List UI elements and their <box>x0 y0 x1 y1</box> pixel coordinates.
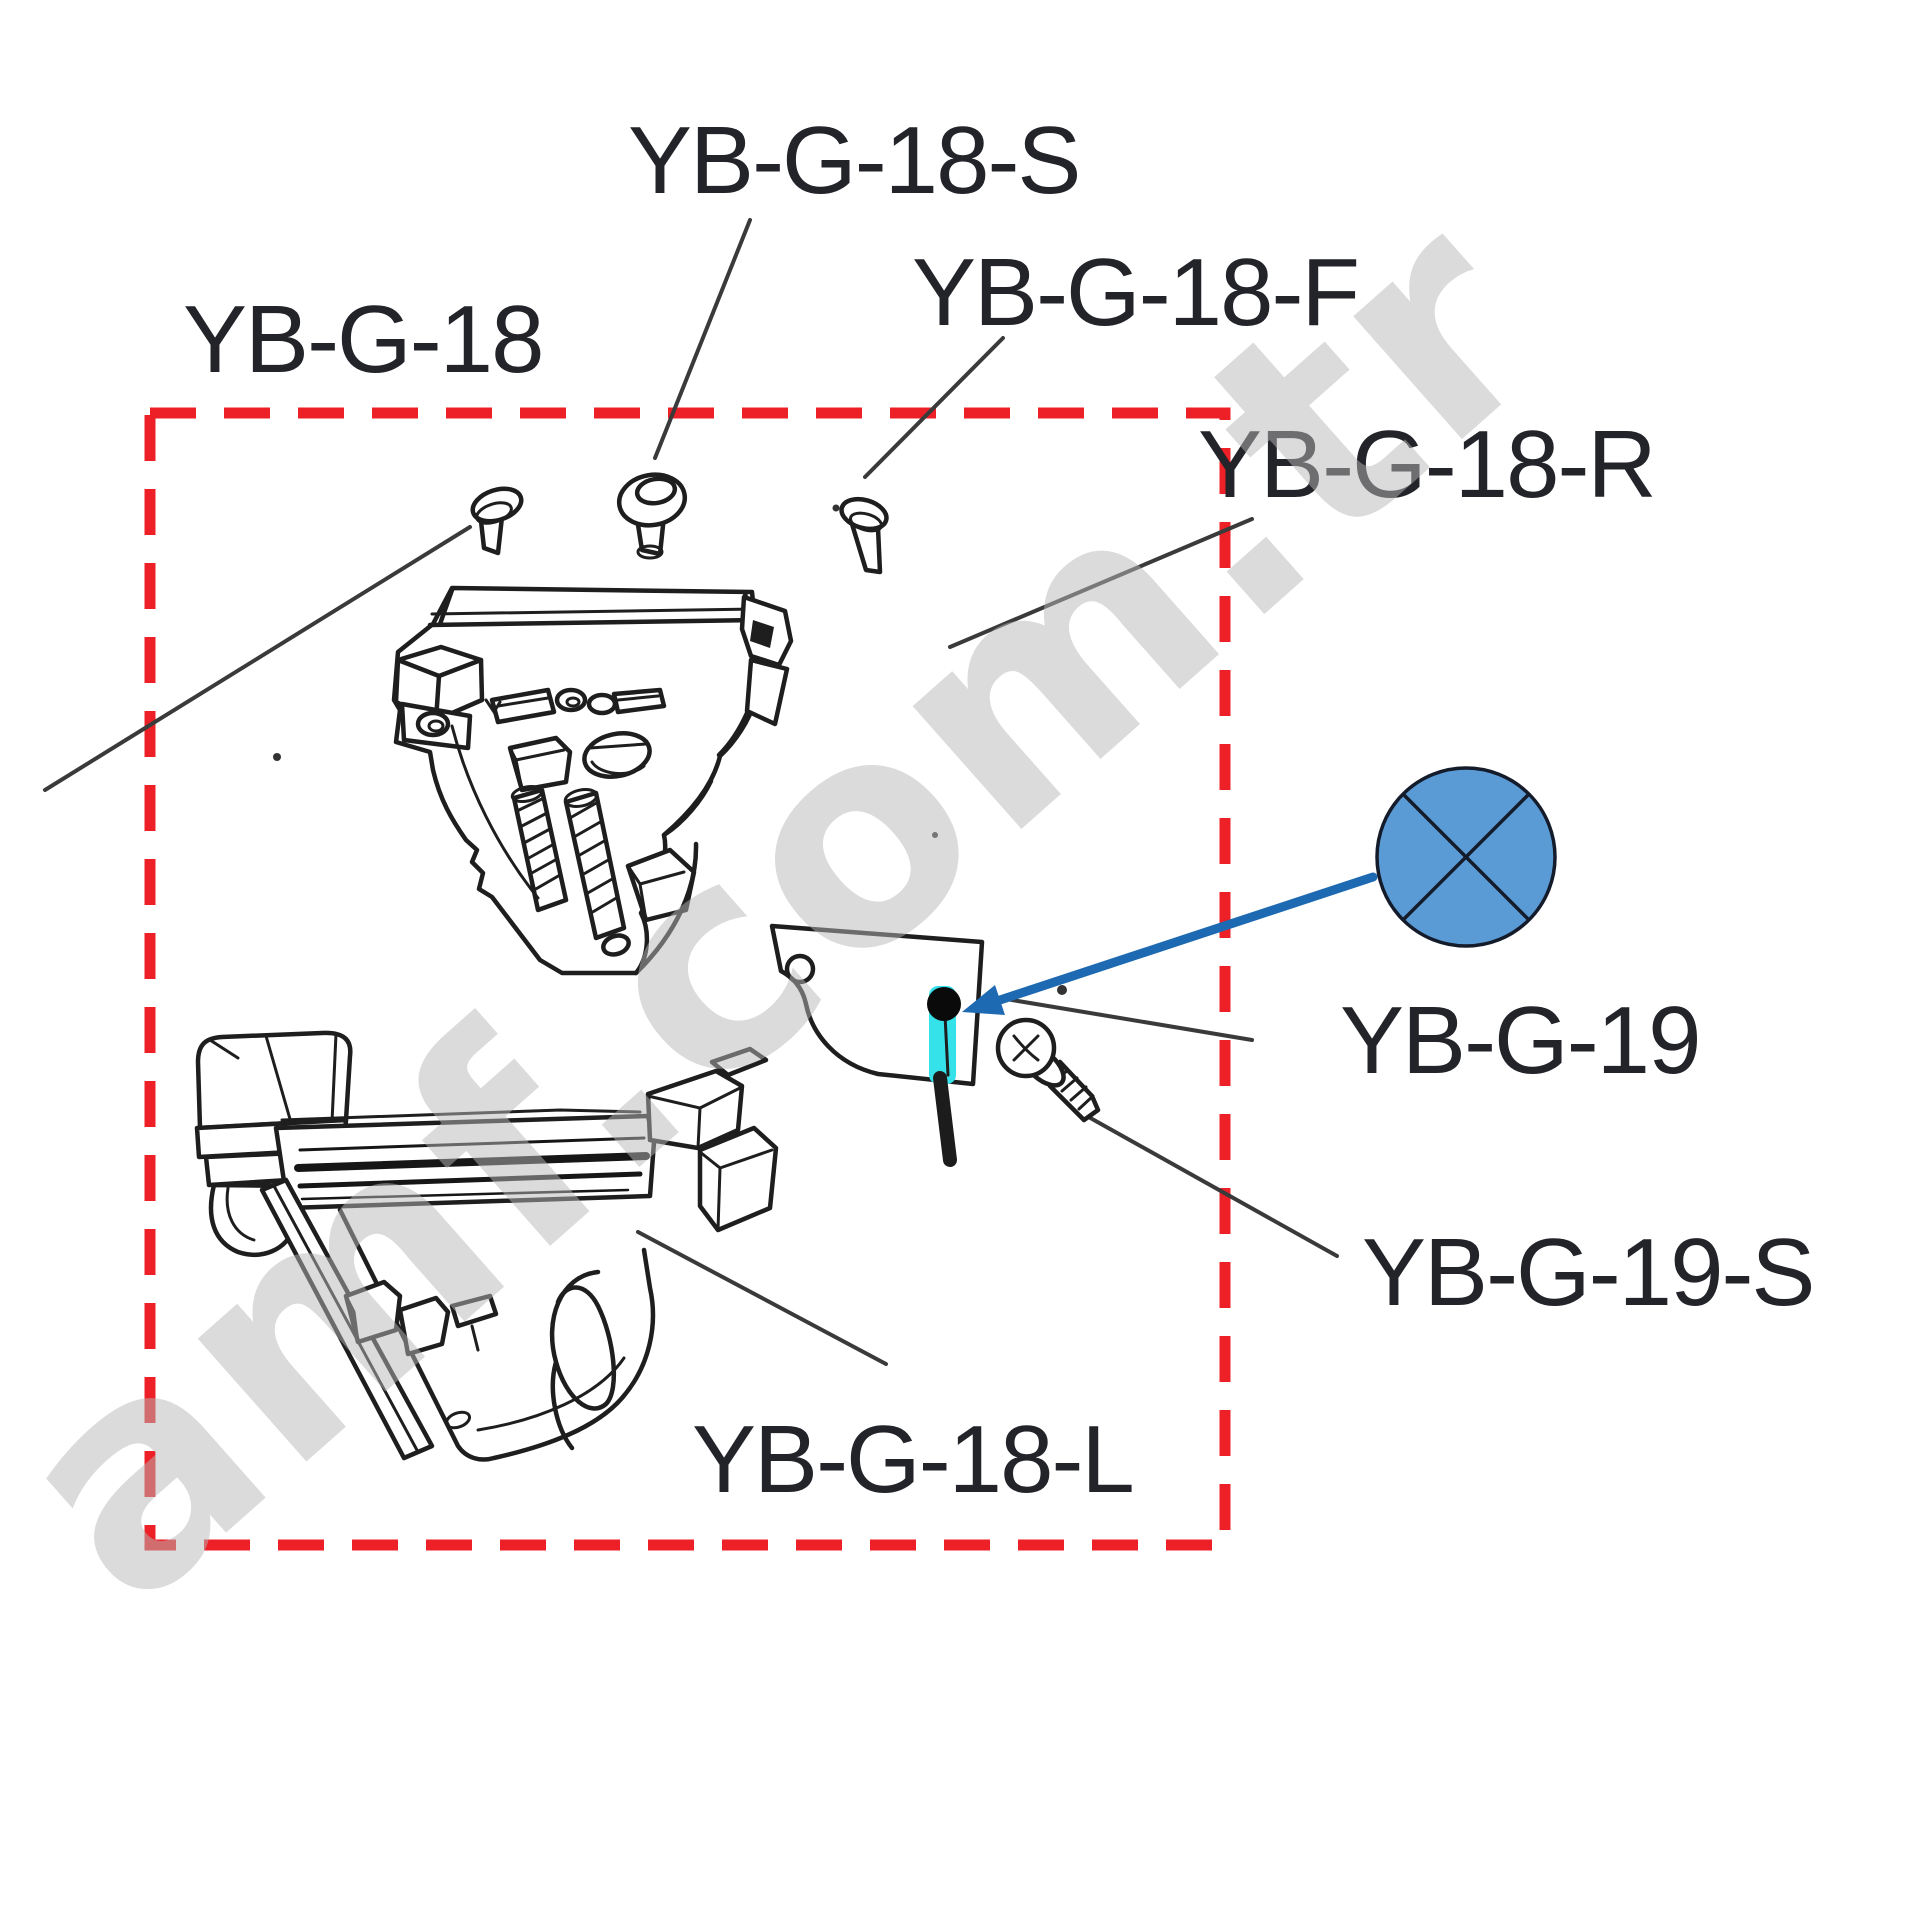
right-block-1 <box>645 1068 745 1151</box>
screw-1-drawing <box>470 486 524 556</box>
label-trigger-plate: YB-G-19 <box>1340 987 1699 1094</box>
left-boss-block <box>399 701 473 751</box>
screw-2-drawing <box>616 472 688 560</box>
wedge-f-detail <box>626 864 686 922</box>
rail-streak-1 <box>298 1136 646 1152</box>
mid-flag <box>449 1293 499 1329</box>
left-boss-edges <box>393 657 485 723</box>
ink-specks <box>273 504 1067 995</box>
leader-left-long <box>43 525 472 792</box>
hatched-rail-2 <box>563 787 627 941</box>
left-boss-hole-inner <box>427 719 445 733</box>
web-outline <box>337 1207 656 1462</box>
spring-wire-curl <box>549 1269 617 1451</box>
right-flange-join <box>716 710 750 758</box>
boss-oval-detail <box>588 742 648 775</box>
trigger-plate-hole <box>784 953 816 985</box>
label-screw-top: YB-G-18-S <box>628 107 1079 214</box>
leader-screw-front <box>863 336 1005 479</box>
label-screw-front: YB-G-18-F <box>912 239 1358 346</box>
top-bar-inner-line <box>430 607 758 616</box>
marker-circle <box>1375 766 1557 948</box>
right-flange-slot <box>750 620 774 648</box>
rail-top-edge <box>280 1108 642 1122</box>
ring-hole-inner <box>565 696 581 708</box>
leader-housing-left <box>636 1230 888 1366</box>
housing-right-drawing <box>391 585 794 976</box>
hatched-rail-1 <box>510 784 569 913</box>
label-housing-right: YB-G-18-R <box>1198 411 1655 518</box>
trigger-pin <box>933 1071 957 1167</box>
leader-housing-right <box>948 517 1254 649</box>
pointer-arrow <box>962 872 1378 1015</box>
leader-trigger-plate <box>986 994 1254 1042</box>
left-boss-hole <box>415 710 451 738</box>
leader-screw-top <box>653 218 752 460</box>
left-inner-edge <box>450 724 540 900</box>
trigger-screw-drawing <box>995 1017 1101 1123</box>
lip-oval <box>444 1410 472 1430</box>
slot-b-detail <box>616 694 660 702</box>
labels: YB-G-18 YB-G-18-S YB-G-18-F YB-G-18-R YB… <box>183 107 1815 1513</box>
mid-prism-a-edge <box>344 1294 360 1344</box>
trigger-plate-drawing <box>769 923 985 1167</box>
pin-head-dot <box>927 987 961 1021</box>
housing-left-drawing <box>194 1030 779 1462</box>
ring-hole <box>554 687 588 713</box>
label-assembly: YB-G-18 <box>183 286 542 393</box>
leader-trigger-screw <box>1083 1113 1339 1258</box>
leader-lines <box>43 218 1339 1366</box>
label-trigger-screw: YB-G-19-S <box>1362 1219 1813 1326</box>
rail-streak-2 <box>294 1152 650 1172</box>
top-bar-bottom-edge <box>427 617 761 628</box>
rail-streak-3 <box>297 1171 643 1189</box>
right-flange-wedge <box>744 657 790 727</box>
mid-prism-b <box>397 1295 451 1357</box>
left-top-block-detail <box>208 1032 338 1128</box>
label-housing-left: YB-G-18-L <box>692 1406 1133 1513</box>
screws-top-row <box>470 472 889 575</box>
right-block-cap <box>709 1046 769 1078</box>
front-leg-inner <box>272 1184 420 1454</box>
right-block-1-edges <box>646 1086 742 1150</box>
wedge-e-detail <box>508 746 566 792</box>
left-lobe-inner <box>225 1186 256 1242</box>
right-gusset-curves <box>633 778 714 976</box>
screw-3-drawing <box>839 496 889 575</box>
pointer-arrow-line <box>995 872 1378 1005</box>
slot-a <box>489 687 557 725</box>
trigger-screw-phillips <box>1012 1034 1040 1062</box>
right-block-2-edges <box>698 1148 774 1232</box>
bottom-hole <box>601 933 631 957</box>
marker-x-line-2 <box>1401 792 1531 922</box>
slot-a-detail <box>484 696 550 715</box>
pointer-arrow-head <box>962 985 1005 1015</box>
rail-streak-4 <box>300 1188 630 1201</box>
mid-flag-stem <box>470 1324 480 1352</box>
assembly-boundary-box <box>144 407 1231 1551</box>
